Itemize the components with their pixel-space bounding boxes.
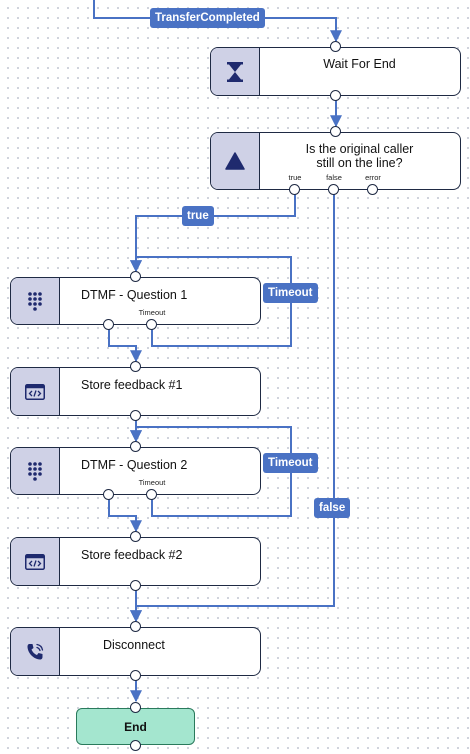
node-title-line-2: still on the line? (316, 156, 403, 170)
node-dtmf-question-1[interactable]: DTMF - Question 1 (10, 277, 261, 325)
node-icon-box (11, 278, 60, 324)
node-title: End (124, 719, 147, 734)
code-window-icon (25, 383, 45, 400)
node-store-feedback-2[interactable]: Store feedback #2 (10, 537, 261, 586)
port-label-timeout: Timeout (138, 478, 166, 487)
node-caller-check[interactable]: Is the original caller still on the line… (210, 132, 461, 190)
input-port[interactable] (130, 271, 141, 282)
node-title: Wait For End (323, 57, 396, 71)
output-port-default[interactable] (103, 489, 114, 500)
port-label-timeout: Timeout (138, 308, 166, 317)
code-window-icon (25, 553, 45, 570)
node-icon-box (211, 133, 260, 189)
wire-dtmf2-to-store2 (108, 495, 142, 533)
edge-label-transfer-completed[interactable]: TransferCompleted (150, 8, 265, 28)
node-dtmf-question-2[interactable]: DTMF - Question 2 (10, 447, 261, 495)
input-port[interactable] (330, 126, 341, 137)
triangle-icon (225, 152, 245, 170)
output-port[interactable] (130, 670, 141, 681)
phone-icon (27, 643, 44, 659)
node-icon-box (211, 48, 260, 95)
input-port[interactable] (130, 441, 141, 452)
node-title-line-1: Is the original caller (305, 142, 414, 156)
node-store-feedback-1[interactable]: Store feedback #1 (10, 367, 261, 416)
input-port[interactable] (130, 531, 141, 542)
output-port-error[interactable] (367, 184, 378, 195)
keypad-icon (28, 462, 42, 481)
node-title: Store feedback #1 (81, 378, 183, 392)
output-port-true[interactable] (289, 184, 300, 195)
port-label-error: error (365, 173, 381, 182)
output-port[interactable] (130, 580, 141, 591)
edge-label-false[interactable]: false (314, 498, 351, 518)
node-title: DTMF - Question 2 (81, 458, 188, 472)
node-icon-box (11, 628, 60, 675)
hourglass-icon (227, 61, 243, 82)
port-label-false: false (326, 173, 342, 182)
node-icon-box (11, 368, 60, 415)
output-port-default[interactable] (103, 319, 114, 330)
node-title: Disconnect (103, 638, 165, 652)
output-port[interactable] (330, 90, 341, 101)
edge-label-timeout-1[interactable]: Timeout (263, 283, 318, 303)
port-label-true: true (288, 173, 302, 182)
edge-label-true[interactable]: true (182, 206, 214, 226)
wire-dtmf1-to-store1 (108, 325, 142, 363)
node-title: DTMF - Question 1 (81, 288, 188, 302)
keypad-icon (28, 292, 42, 311)
output-port-timeout[interactable] (146, 489, 157, 500)
input-port[interactable] (130, 702, 141, 713)
node-icon-box (11, 448, 60, 494)
output-port[interactable] (130, 410, 141, 421)
output-port-timeout[interactable] (146, 319, 157, 330)
output-port-false[interactable] (328, 184, 339, 195)
wire-check-false (130, 190, 335, 623)
node-icon-box (11, 538, 60, 585)
input-port[interactable] (130, 361, 141, 372)
node-title: Store feedback #2 (81, 548, 183, 562)
node-wait-for-end[interactable]: Wait For End (210, 47, 461, 96)
node-disconnect[interactable]: Disconnect (10, 627, 261, 676)
output-port[interactable] (130, 740, 141, 751)
wire-check-true (130, 190, 296, 273)
input-port[interactable] (330, 41, 341, 52)
input-port[interactable] (130, 621, 141, 632)
edge-label-timeout-2[interactable]: Timeout (263, 453, 318, 473)
